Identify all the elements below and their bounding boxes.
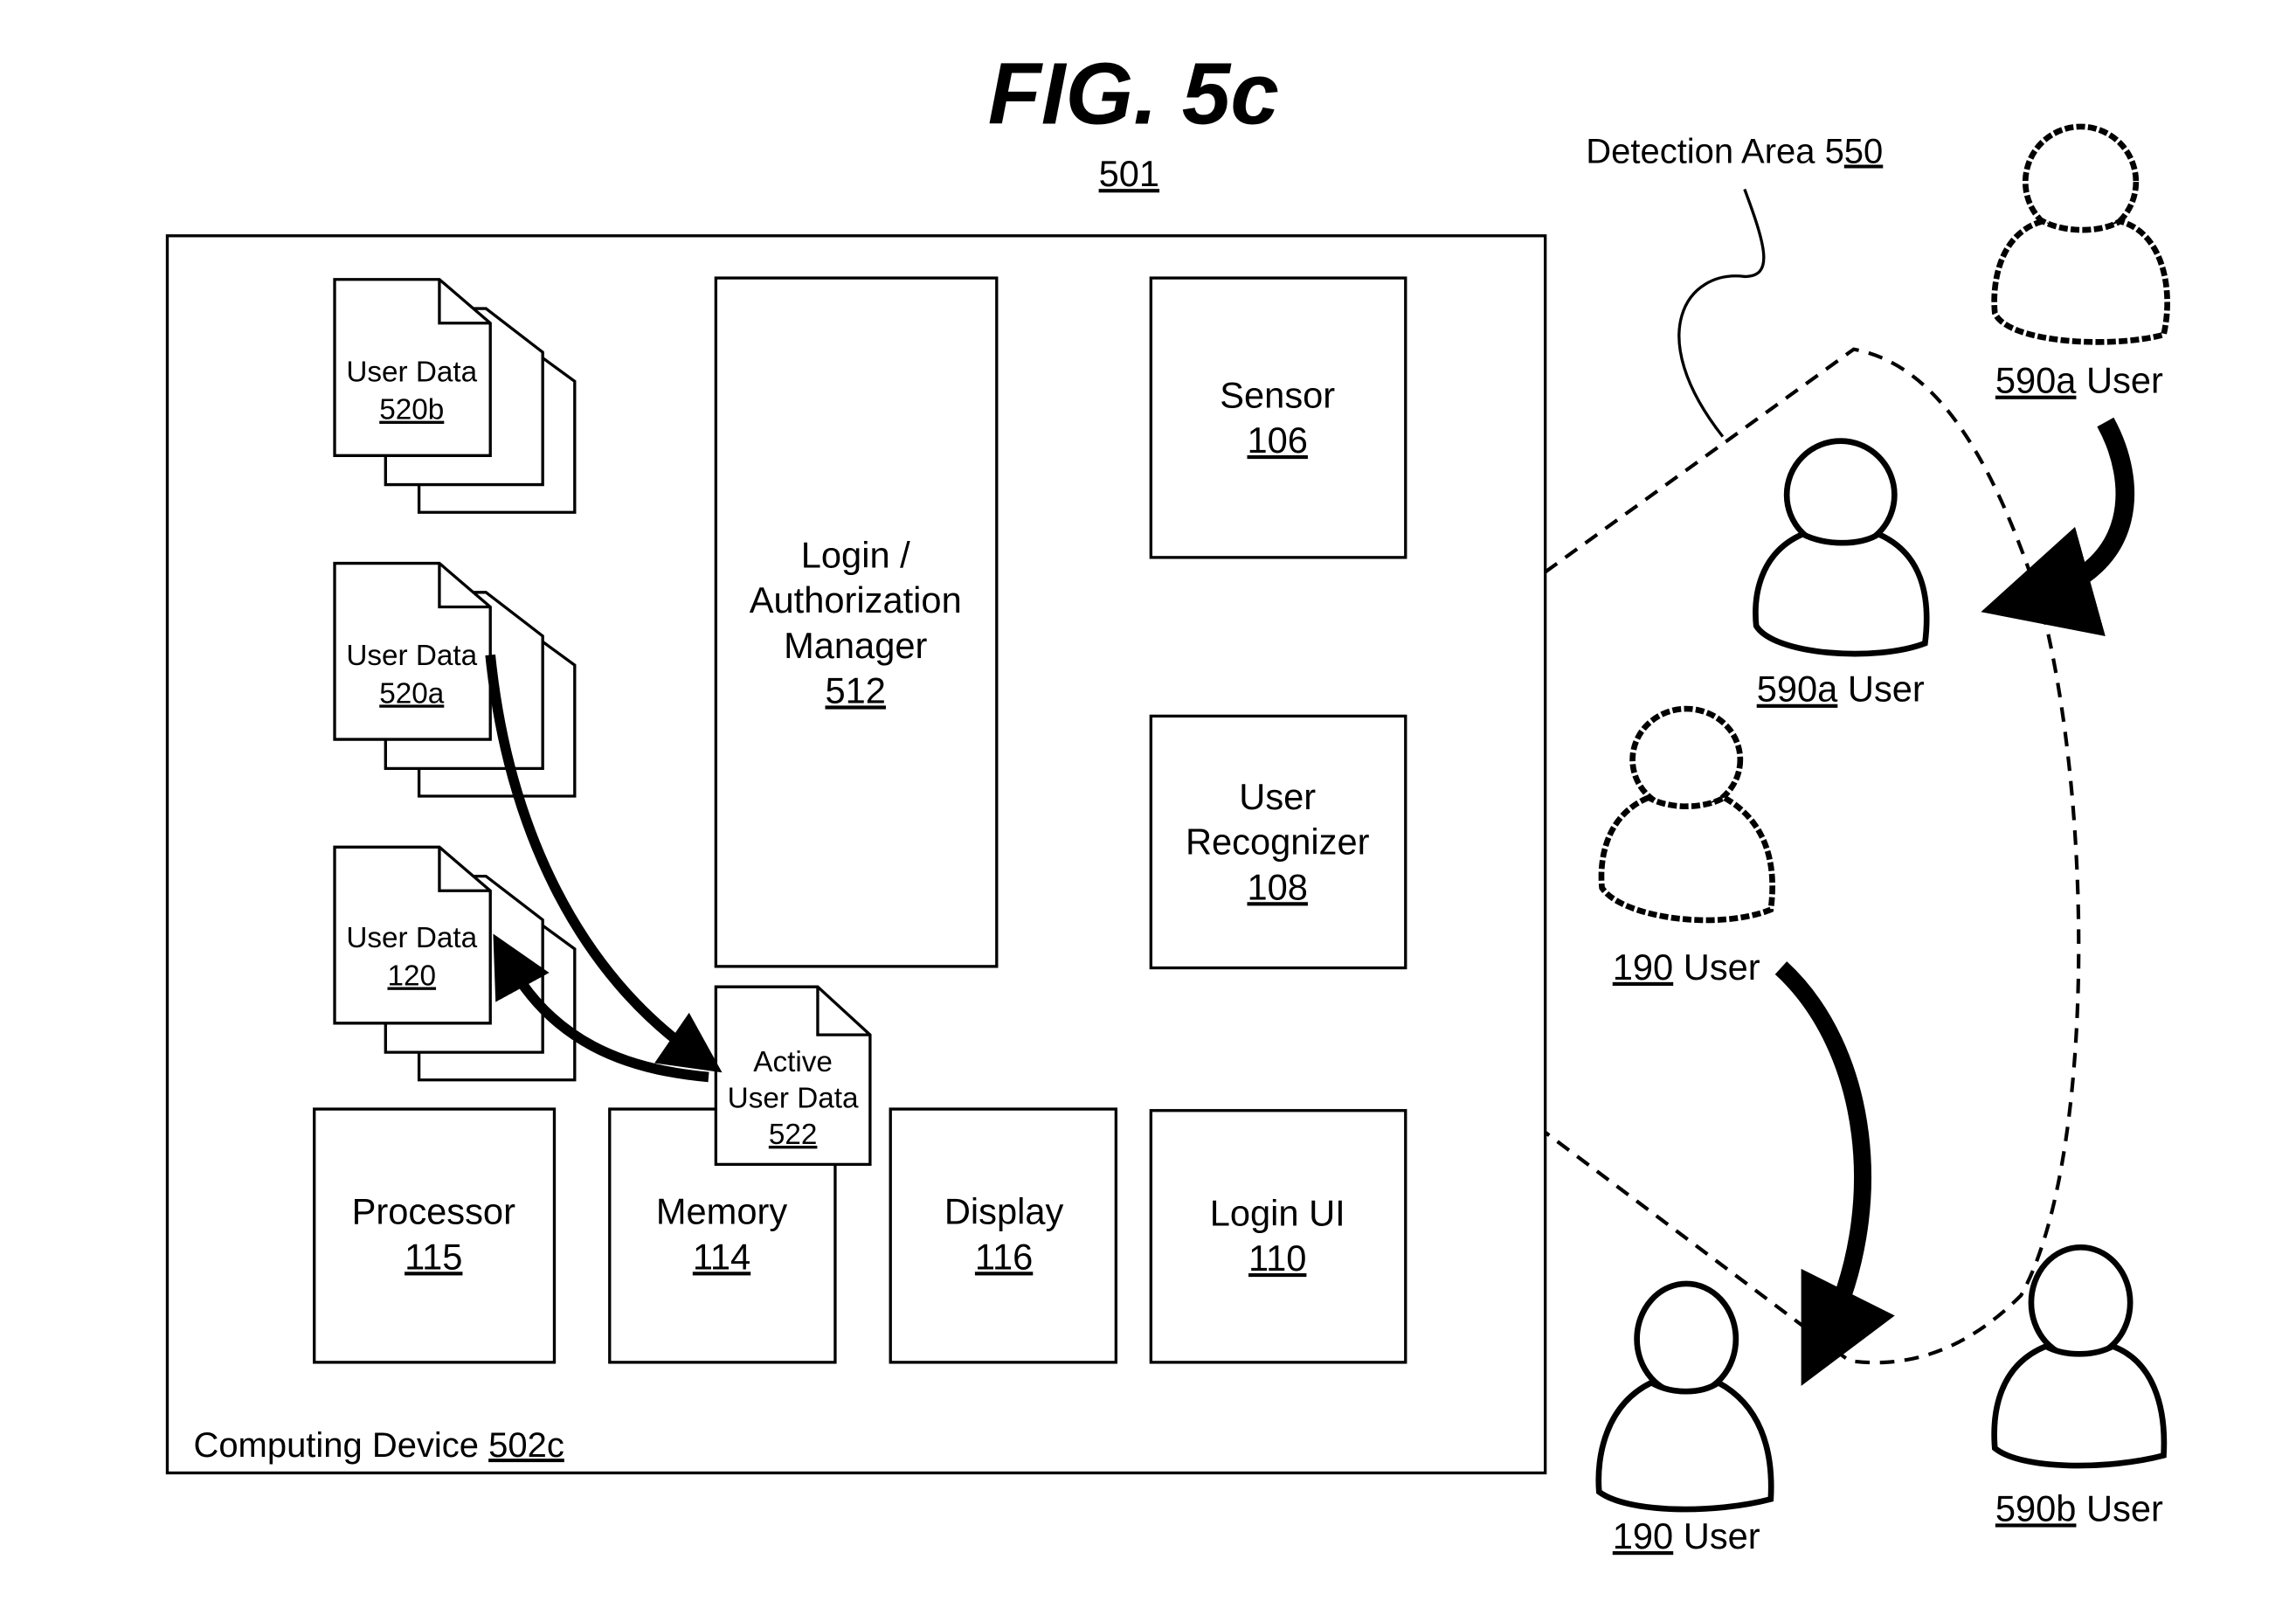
arrow-190-movement (1774, 961, 1895, 1386)
svg-text:512: 512 (826, 669, 886, 710)
figure-ref: 501 (1099, 153, 1159, 194)
svg-text:Active: Active (753, 1046, 833, 1078)
user-data-520b-label: User Data (346, 356, 477, 388)
user-recognizer-box: User Recognizer 108 (1149, 714, 1407, 970)
user-data-520a-label: User Data (346, 640, 477, 672)
user-590b-solid: 590b User (1991, 1244, 2168, 1528)
svg-text:Display: Display (944, 1191, 1064, 1232)
svg-text:Memory: Memory (656, 1191, 788, 1232)
svg-text:Manager: Manager (784, 625, 927, 666)
user-data-520a-stack: User Data 520a (333, 561, 577, 798)
svg-text:522: 522 (769, 1119, 818, 1151)
arrow-520a-to-active (485, 654, 723, 1073)
svg-text:User Data: User Data (728, 1082, 859, 1114)
svg-text:Login UI: Login UI (1210, 1192, 1345, 1233)
arrow-590a-movement (1981, 417, 2135, 636)
detection-area-leader-line (1677, 188, 1766, 438)
svg-text:User: User (1239, 776, 1316, 817)
svg-text:115: 115 (405, 1236, 462, 1277)
user-data-520a-ref: 520a (379, 677, 445, 710)
svg-text:110: 110 (1248, 1237, 1306, 1279)
user-190-solid: 190 User (1595, 1280, 1774, 1556)
svg-text:Recognizer: Recognizer (1186, 821, 1370, 863)
active-user-data-doc: Active User Data 522 (714, 985, 872, 1167)
sensor-box: Sensor 106 (1149, 276, 1407, 559)
svg-text:590b User: 590b User (1995, 1487, 2163, 1528)
svg-text:Computing Device 502c: Computing Device 502c (193, 1426, 564, 1465)
svg-text:Authorization: Authorization (750, 579, 962, 620)
detection-area-label: Detection Area 550 (1586, 133, 1883, 171)
svg-text:108: 108 (1247, 866, 1307, 907)
display-box: Display 116 (889, 1107, 1118, 1364)
figure-title: FIG. 5c (988, 46, 1279, 143)
svg-text:Sensor: Sensor (1220, 374, 1335, 415)
user-data-120-stack: User Data 120 (333, 845, 577, 1082)
arrow-active-to-120 (493, 933, 709, 1083)
user-590a-dotted: 590a User (1991, 123, 2170, 401)
svg-text:190 User: 190 User (1613, 946, 1760, 988)
svg-text:590a User: 590a User (1757, 669, 1925, 710)
svg-text:Login /: Login / (801, 535, 910, 576)
svg-text:106: 106 (1247, 419, 1307, 461)
svg-text:590a User: 590a User (1995, 360, 2163, 401)
svg-text:116: 116 (975, 1236, 1033, 1277)
svg-text:Detection Area 550: Detection Area 550 (1586, 133, 1883, 171)
processor-box: Processor 115 (313, 1107, 557, 1364)
login-authorization-manager-box: Login / Authorization Manager 512 (714, 276, 999, 968)
detection-area-boundary (1544, 347, 2081, 1365)
svg-text:114: 114 (693, 1236, 750, 1277)
user-190-dotted: 190 User (1598, 705, 1775, 988)
computing-device-label: Computing Device 502c (193, 1426, 564, 1465)
svg-text:190 User: 190 User (1613, 1515, 1760, 1556)
user-data-520b-ref: 520b (379, 394, 444, 426)
user-data-120-label: User Data (346, 922, 477, 954)
login-ui-box: Login UI 110 (1149, 1109, 1407, 1364)
svg-text:Processor: Processor (352, 1191, 516, 1232)
user-data-120-ref: 120 (387, 960, 436, 993)
user-590a-solid: 590a User (1753, 438, 1930, 710)
user-data-520b-stack: User Data 520b (333, 278, 577, 514)
